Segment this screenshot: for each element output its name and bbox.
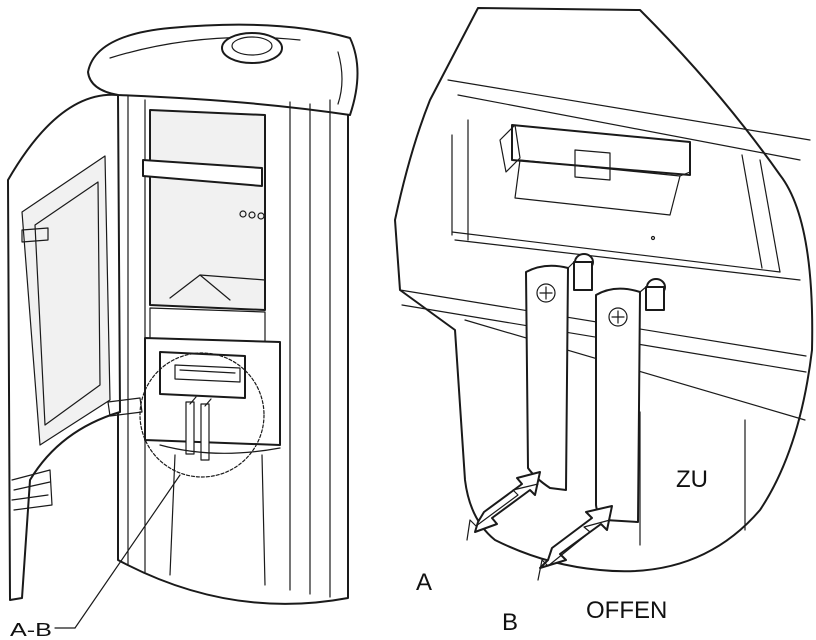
stove-top-lid [87, 23, 359, 116]
offen-label: OFFEN [586, 597, 667, 624]
detail-view [394, 7, 814, 581]
air-slot [159, 351, 246, 399]
section-marker-label: A-B [10, 620, 52, 640]
stove-overview [7, 23, 359, 629]
detail-circle [139, 352, 265, 478]
double-arrow-a [466, 471, 541, 541]
zu-label: ZU [676, 466, 708, 493]
upper-handle [499, 124, 691, 216]
double-arrow-b [537, 505, 613, 581]
section-leader [74, 474, 181, 629]
b-label: B [502, 609, 518, 636]
slider-a[interactable] [525, 253, 594, 491]
a-label: A [416, 569, 432, 596]
open-door [7, 93, 143, 601]
detail-outline [394, 7, 814, 573]
flue-outlet [221, 32, 283, 64]
